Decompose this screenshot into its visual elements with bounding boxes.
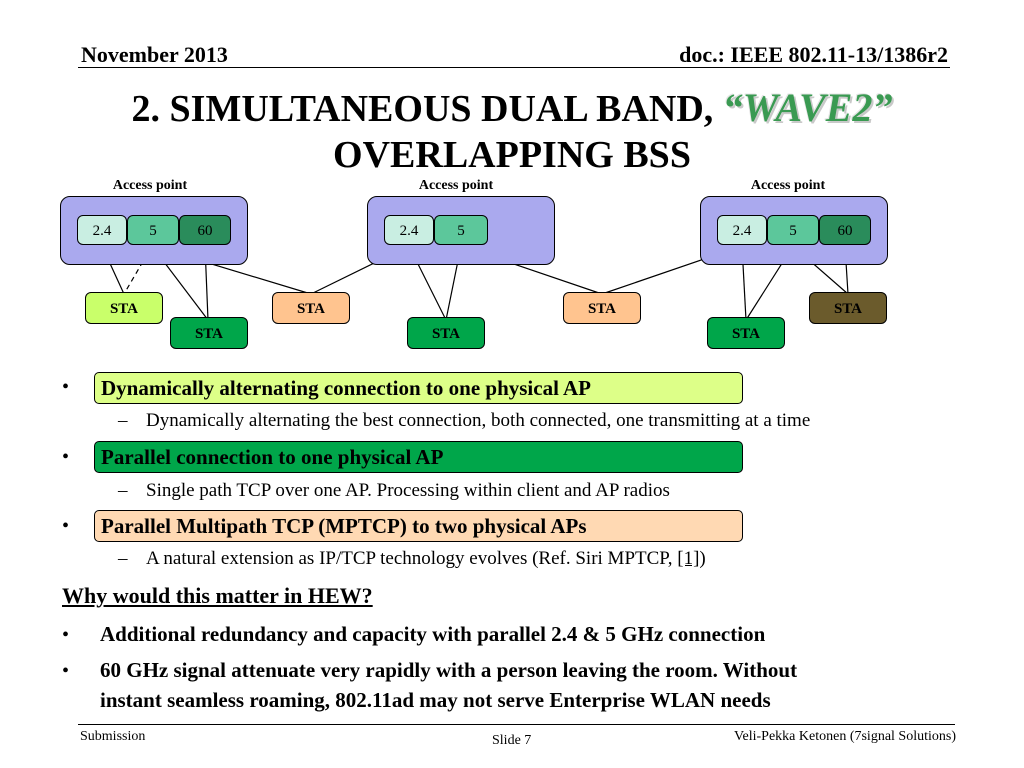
bullet-1-sub: Dynamically alternating the best connect…: [146, 410, 811, 431]
footer-slide-number: Slide 7: [492, 733, 532, 748]
bullet-3-highlight: Parallel Multipath TCP (MPTCP) to two ph…: [94, 510, 743, 542]
ap3-label: Access point: [750, 178, 826, 193]
header-doc-id: doc.: IEEE 802.11-13/1386r2: [679, 42, 948, 67]
bullet-marker-4: •: [62, 624, 70, 646]
sta-3: STA: [272, 292, 350, 324]
ap2-band-5: 5: [434, 215, 488, 245]
ap2-label: Access point: [418, 178, 494, 193]
sta-6: STA: [707, 317, 785, 349]
header-divider: [78, 67, 950, 68]
sta-4: STA: [407, 317, 485, 349]
bullet-marker-3: •: [62, 515, 70, 537]
ap3-band-5: 5: [767, 215, 819, 245]
ap3-band-60: 60: [819, 215, 871, 245]
sta-5: STA: [563, 292, 641, 324]
bullet-3-sub-prefix: A natural extension as IP/TCP technology…: [146, 548, 678, 569]
header-date: November 2013: [81, 42, 228, 67]
ap1-band-60: 60: [179, 215, 231, 245]
bullet-2-sub: Single path TCP over one AP. Processing …: [146, 480, 670, 501]
section-item-2-line2: instant seamless roaming, 802.11ad may n…: [100, 688, 771, 712]
footer-submission: Submission: [80, 729, 146, 744]
bullet-3-sub: A natural extension as IP/TCP technology…: [146, 548, 706, 570]
sta-1: STA: [85, 292, 163, 324]
title-wave2: “WAVE2”: [722, 85, 893, 130]
reference-link[interactable]: [1]: [677, 548, 700, 569]
bullet-marker-5: •: [62, 660, 70, 682]
ap1-label: Access point: [112, 178, 188, 193]
slide-title-line1: 2. SIMULTANEOUS DUAL BAND, “WAVE2”: [0, 84, 1024, 131]
dash-marker-3: –: [118, 548, 128, 569]
sta-2: STA: [170, 317, 248, 349]
bullet-1-highlight: Dynamically alternating connection to on…: [94, 372, 743, 404]
title-text: 2. SIMULTANEOUS DUAL BAND,: [131, 88, 714, 130]
slide-title-line2: OVERLAPPING BSS: [333, 134, 691, 176]
sta-7: STA: [809, 292, 887, 324]
dash-marker-2: –: [118, 480, 128, 501]
section-item-2-line1: 60 GHz signal attenuate very rapidly wit…: [100, 658, 798, 682]
dash-marker-1: –: [118, 410, 128, 431]
footer-divider: [78, 724, 955, 725]
bullet-marker-1: •: [62, 376, 70, 398]
bullet-2-highlight: Parallel connection to one physical AP: [94, 441, 743, 473]
section-heading: Why would this matter in HEW?: [62, 583, 373, 608]
ap3-band-24: 2.4: [717, 215, 767, 245]
bullet-3-sub-suffix: ): [699, 548, 706, 569]
bullet-marker-2: •: [62, 446, 70, 468]
ap1-band-5: 5: [127, 215, 179, 245]
section-item-1: Additional redundancy and capacity with …: [100, 622, 766, 646]
ap1-band-24: 2.4: [77, 215, 127, 245]
ap2-band-24: 2.4: [384, 215, 434, 245]
footer-author: Veli-Pekka Ketonen (7signal Solutions): [733, 729, 956, 744]
